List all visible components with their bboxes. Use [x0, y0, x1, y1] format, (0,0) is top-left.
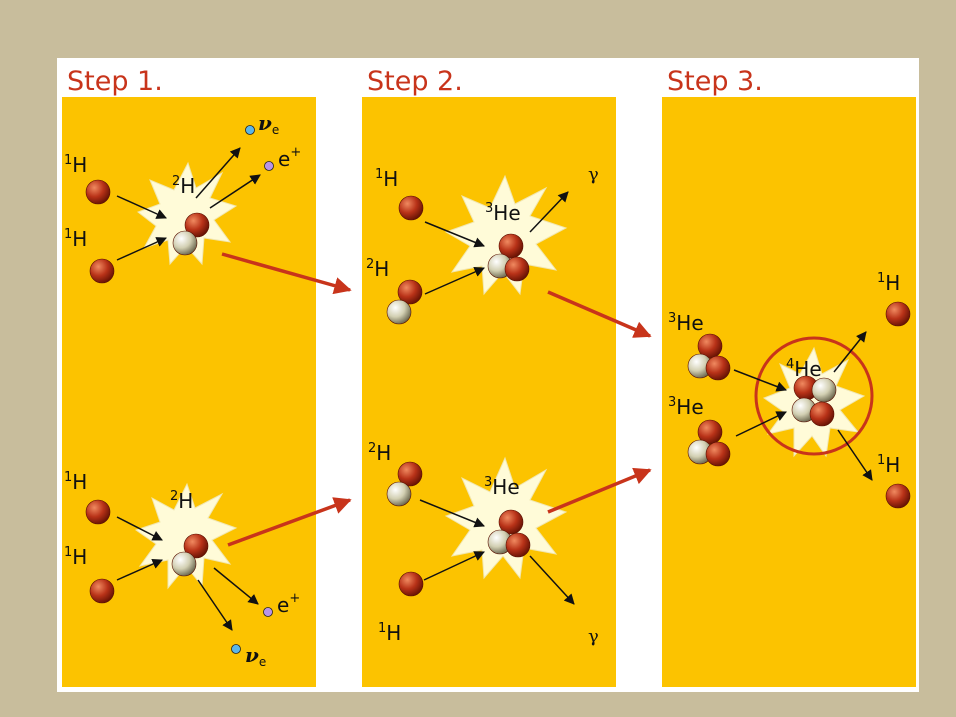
- reaction-arrow: [116, 237, 167, 261]
- reaction-arrow: [116, 559, 163, 581]
- fusion-flash: [762, 346, 866, 458]
- helium-3-label: 3He: [668, 311, 704, 335]
- proton: [885, 301, 911, 327]
- helium-3-label: 3He: [485, 201, 521, 225]
- flow-arrow: [221, 252, 352, 295]
- hydrogen-1-label: 1H: [375, 167, 398, 191]
- hydrogen-1-label: 1H: [877, 271, 900, 295]
- reaction-arrow: [116, 195, 167, 219]
- proton: [809, 401, 835, 427]
- step-2-title: Step 2.: [367, 66, 463, 97]
- reaction-arrow: [209, 174, 261, 209]
- neutron: [171, 551, 197, 577]
- proton: [885, 483, 911, 509]
- reaction-arrow: [837, 429, 873, 481]
- hydrogen-1-label: 1H: [64, 470, 87, 494]
- proton: [505, 532, 531, 558]
- helium-4-ring: [754, 336, 874, 456]
- reaction-arrow: [116, 516, 163, 541]
- gamma-label: γ: [588, 626, 599, 647]
- flow-arrow: [227, 497, 352, 547]
- reaction-arrow: [424, 221, 485, 248]
- hydrogen-1-label: 1H: [378, 621, 401, 645]
- proton: [398, 195, 424, 221]
- reaction-arrow: [423, 551, 485, 581]
- deuterium-label: 2H: [366, 257, 389, 281]
- helium-4-label: 4He: [786, 357, 822, 381]
- step-3-title: Step 3.: [667, 66, 763, 97]
- neutron: [811, 377, 837, 403]
- deuterium-label: 2H: [368, 441, 391, 465]
- proton: [504, 256, 530, 282]
- reaction-arrow: [733, 369, 787, 392]
- gamma-label: γ: [588, 164, 599, 185]
- reaction-arrow: [419, 499, 485, 528]
- proton: [85, 179, 111, 205]
- positron-label: e+: [278, 145, 301, 171]
- hydrogen-1-label: 1H: [64, 545, 87, 569]
- step-1-title: Step 1.: [67, 66, 163, 97]
- hydrogen-1-label: 1H: [64, 153, 87, 177]
- proton: [89, 258, 115, 284]
- step-2-panel: [362, 97, 616, 687]
- proton: [697, 419, 723, 445]
- proton: [498, 509, 524, 535]
- neutrino-label: νe: [258, 111, 279, 137]
- deuterium-label: 2H: [172, 174, 195, 198]
- proton: [397, 279, 423, 305]
- proton: [183, 533, 209, 559]
- helium-3-label: 3He: [668, 395, 704, 419]
- reaction-arrow: [529, 191, 569, 233]
- proton: [697, 333, 723, 359]
- flow-arrow: [547, 290, 652, 338]
- deuterium-label: 2H: [170, 489, 193, 513]
- reaction-arrow: [195, 147, 241, 199]
- neutrino-dot: [231, 644, 241, 654]
- proton: [398, 571, 424, 597]
- flow-arrow: [547, 467, 652, 514]
- neutrino-label: νe: [245, 643, 266, 669]
- neutron: [386, 299, 412, 325]
- reaction-arrow: [213, 567, 259, 605]
- helium-3-label: 3He: [484, 475, 520, 499]
- reaction-arrow: [197, 579, 233, 631]
- positron-dot: [263, 607, 273, 617]
- positron-dot: [264, 161, 274, 171]
- reaction-arrow: [529, 555, 575, 605]
- neutron: [386, 481, 412, 507]
- proton: [85, 499, 111, 525]
- neutrino-dot: [245, 125, 255, 135]
- proton: [498, 233, 524, 259]
- neutron: [172, 230, 198, 256]
- proton: [705, 441, 731, 467]
- proton: [705, 355, 731, 381]
- hydrogen-1-label: 1H: [877, 453, 900, 477]
- proton: [89, 578, 115, 604]
- hydrogen-1-label: 1H: [64, 227, 87, 251]
- reaction-arrow: [833, 331, 867, 373]
- reaction-arrow: [735, 411, 787, 437]
- proton: [184, 212, 210, 238]
- reaction-arrow: [424, 267, 485, 295]
- proton: [397, 461, 423, 487]
- positron-label: e+: [277, 591, 300, 617]
